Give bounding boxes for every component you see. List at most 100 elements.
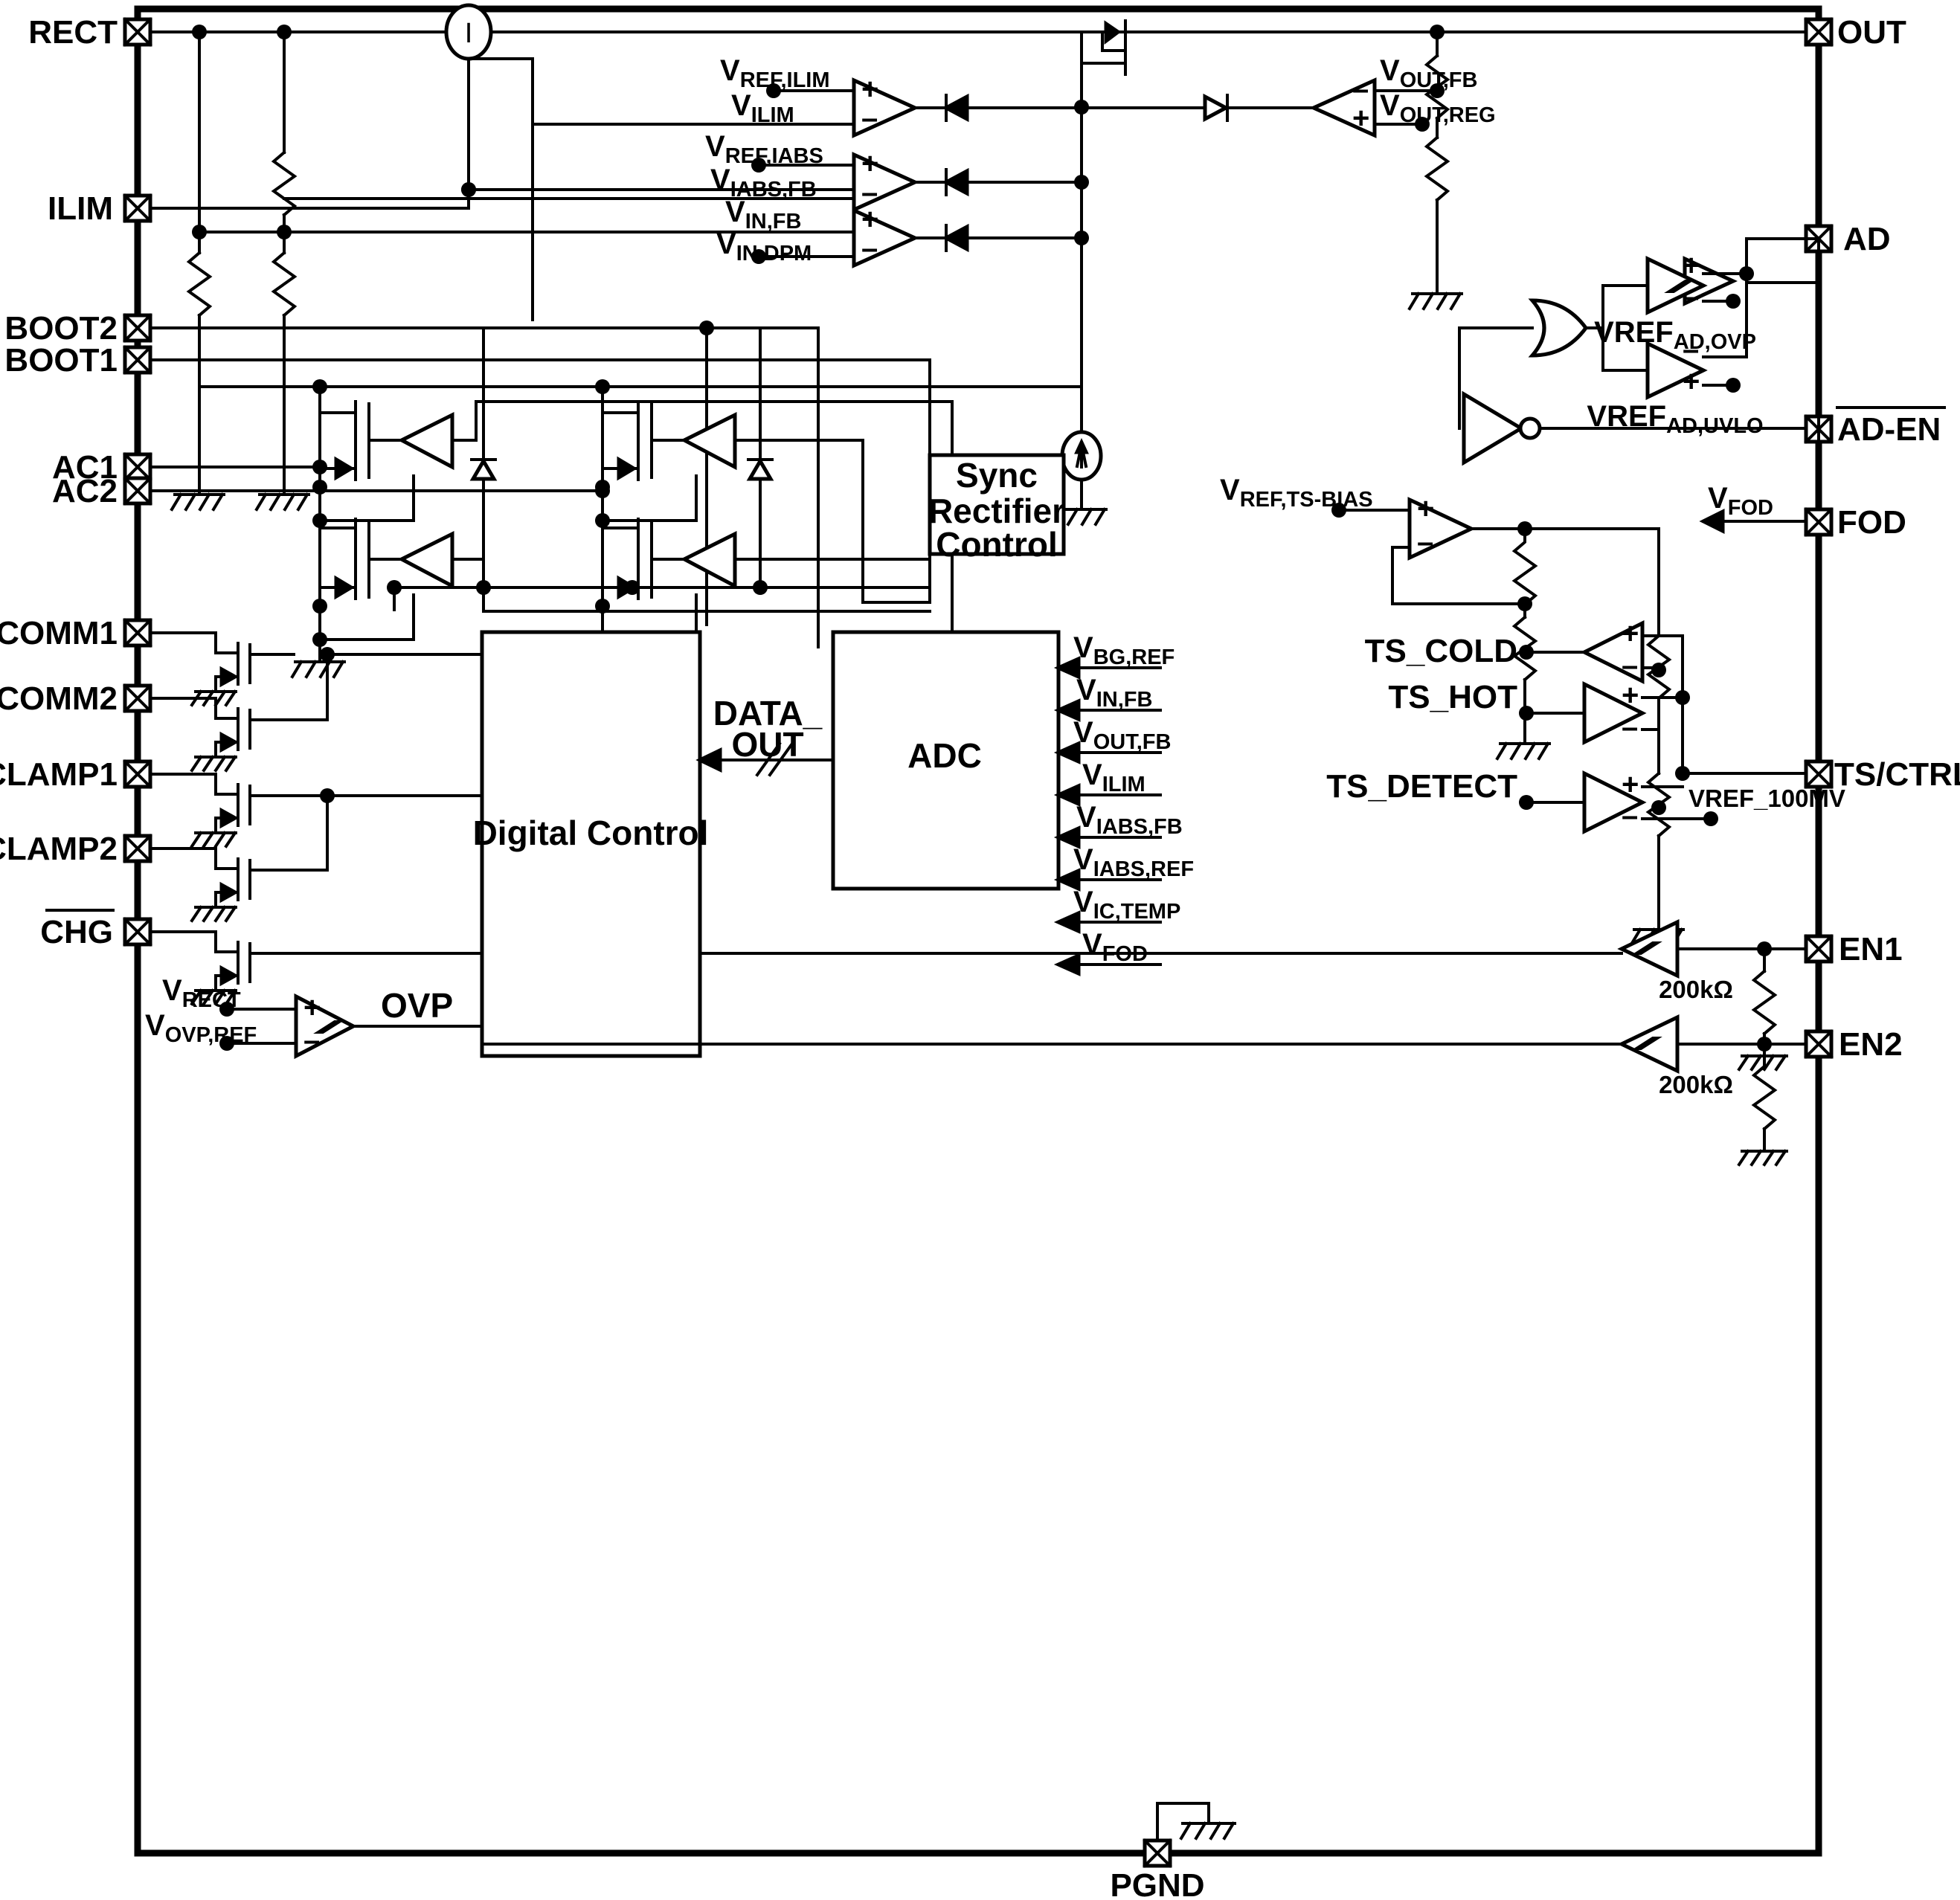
vout-reg-label: VOUT,REG xyxy=(1380,89,1496,127)
pin-label: PGND xyxy=(1110,1867,1204,1900)
adc-input-label: VILIM xyxy=(1082,759,1146,796)
fet-comm2 xyxy=(149,653,329,773)
body-diode-2 xyxy=(746,326,774,595)
vout-fb-label: VOUT,FB xyxy=(1380,54,1477,92)
pin-label: AC2 xyxy=(52,473,118,509)
ic-boundary xyxy=(134,5,1822,1857)
mosfet-q1 xyxy=(312,400,415,528)
digital-control-block xyxy=(480,630,702,1058)
vref-100mv-label: VREF_100MV xyxy=(1689,785,1845,812)
comparator-ts-detect: + – TS_DETECT VREF_100MV xyxy=(1326,768,1845,835)
vref-ilim-label: VREF,ILIM xyxy=(720,54,830,92)
out-feedback-divider xyxy=(1407,30,1463,311)
vref-ad-ovp-label: VREFAD,OVP xyxy=(1594,316,1756,354)
pin-ts-ctrl[interactable]: TS/CTRL xyxy=(1804,756,1960,793)
sync-rect-line1: Sync xyxy=(956,456,1038,495)
pin-clamp2[interactable]: CLAMP2 xyxy=(0,831,152,867)
plus-sign: + xyxy=(1683,365,1700,398)
pin-boot1[interactable]: BOOT1 xyxy=(4,342,152,379)
plus-sign: + xyxy=(1622,679,1639,712)
vref-ad-uvlo-label: VREFAD,UVLO xyxy=(1587,400,1763,438)
adc-input-label: VIC,TEMP xyxy=(1073,886,1180,924)
sync-rect-line3: Control xyxy=(936,525,1058,564)
pin-label: CHG xyxy=(40,914,113,950)
plus-sign: + xyxy=(303,991,321,1024)
gate-driver-4 xyxy=(680,530,931,590)
vovp-ref-label: VOVP,REF xyxy=(145,1009,257,1047)
mosfet-q2 xyxy=(595,400,698,528)
pin-label: CLAMP1 xyxy=(0,756,118,793)
ts-fod-section: + – VREF,TS-BIAS VFOD xyxy=(1220,474,1845,947)
pin-boot2[interactable]: BOOT2 xyxy=(4,310,152,347)
comparator-in-dpm: + – VIN,FB VIN,DPM xyxy=(192,196,1083,268)
plus-sign: + xyxy=(861,203,878,236)
adc-input-label: VOUT,FB xyxy=(1073,716,1171,754)
minus-sign: – xyxy=(1683,280,1699,313)
minus-sign: – xyxy=(1683,333,1699,366)
pin-label: TS/CTRL xyxy=(1834,756,1960,793)
minus-sign: – xyxy=(861,102,878,135)
plus-sign: + xyxy=(1622,617,1639,650)
en1-resistor-label: 200kΩ xyxy=(1659,976,1733,1003)
pin-en1[interactable]: EN1 xyxy=(1804,931,1903,967)
plus-sign: + xyxy=(861,147,878,180)
adc-input-label: VIN,FB xyxy=(1076,674,1152,712)
data-out-bus: DATA_ OUT xyxy=(695,694,835,777)
vref-ts-bias-label: VREF,TS-BIAS xyxy=(1220,474,1373,512)
current-source-i: I xyxy=(444,3,534,321)
comparator-vout-reg: – + VOUT,FB VOUT,REG xyxy=(1080,54,1496,138)
pin-comm2[interactable]: COMM2 xyxy=(0,680,152,717)
pin-label: RECT xyxy=(28,14,118,51)
pin-ac2[interactable]: AC2 xyxy=(52,473,152,509)
minus-sign: – xyxy=(1622,799,1638,832)
pin-label: CLAMP2 xyxy=(0,831,118,867)
ovp-signal-label: OVP xyxy=(381,986,453,1025)
adc-input-label: VIABS,FB xyxy=(1076,801,1183,839)
adc-inputs: VBG,REF VIN,FB VOUT,FB VILIM VIABS,FB VI… xyxy=(1053,631,1194,976)
pin-en2[interactable]: EN2 xyxy=(1804,1026,1903,1063)
pin-label: EN1 xyxy=(1839,931,1903,967)
pin-label: OUT xyxy=(1837,14,1906,51)
pin-rect[interactable]: RECT xyxy=(28,14,152,51)
pin-fod[interactable]: FOD xyxy=(1804,504,1906,541)
vin-dpm-label: VIN,DPM xyxy=(716,228,812,265)
minus-sign: – xyxy=(861,176,878,209)
pin-label: AD xyxy=(1843,221,1891,257)
adc-input-label: VFOD xyxy=(1082,928,1148,966)
pin-out[interactable]: OUT xyxy=(1804,14,1906,51)
pin-ad-en[interactable]: AD-EN xyxy=(1804,406,1946,448)
ts-detect-label: TS_DETECT xyxy=(1326,768,1517,805)
vref-iabs-label: VREF,IABS xyxy=(705,130,823,168)
plus-sign: + xyxy=(1683,249,1700,282)
mosfet-q3 xyxy=(290,518,415,679)
pin-clamp1[interactable]: CLAMP1 xyxy=(0,756,152,793)
data-out-line2: OUT xyxy=(731,725,803,764)
plus-sign: + xyxy=(1352,102,1369,135)
pass-fet xyxy=(1061,19,1127,165)
rect-divider-left xyxy=(170,30,225,512)
comparator-ad-uvlo: – + VREFAD,UVLO xyxy=(1587,272,1764,438)
comparator-ad-ovp: + – VREFAD,OVP xyxy=(1594,249,1756,354)
fet-chg xyxy=(149,930,1623,1006)
comparator-iabs: + – VREF,IABS VIABS,FB xyxy=(283,130,1083,213)
pin-pgnd[interactable]: PGND xyxy=(1110,1838,1205,1900)
sync-rectifier-control-block xyxy=(928,453,1066,556)
body-diode-1 xyxy=(469,326,498,595)
pin-ilim[interactable]: ILIM xyxy=(48,190,152,227)
pin-label: FOD xyxy=(1837,504,1906,541)
ad-section: + – VREFAD,OVP – + VREFAD,UVLO xyxy=(1458,237,1820,466)
left-pins: RECT ILIM BOOT2 BOOT1 AC1 xyxy=(0,14,152,950)
vfod-label: VFOD xyxy=(1708,482,1773,520)
minus-sign: – xyxy=(861,232,878,265)
pin-comm1[interactable]: COMM1 xyxy=(0,615,152,651)
plus-sign: + xyxy=(1417,492,1434,525)
pin-chg[interactable]: CHG xyxy=(40,909,152,950)
fet-comm1 xyxy=(149,631,483,707)
or-gate xyxy=(1458,284,1604,430)
viabs-fb-label: VIABS,FB xyxy=(710,164,817,202)
pin-label: EN2 xyxy=(1839,1026,1903,1063)
minus-sign: – xyxy=(1622,649,1638,682)
adc-block xyxy=(831,630,1061,891)
vilim-label: VILIM xyxy=(731,89,794,127)
